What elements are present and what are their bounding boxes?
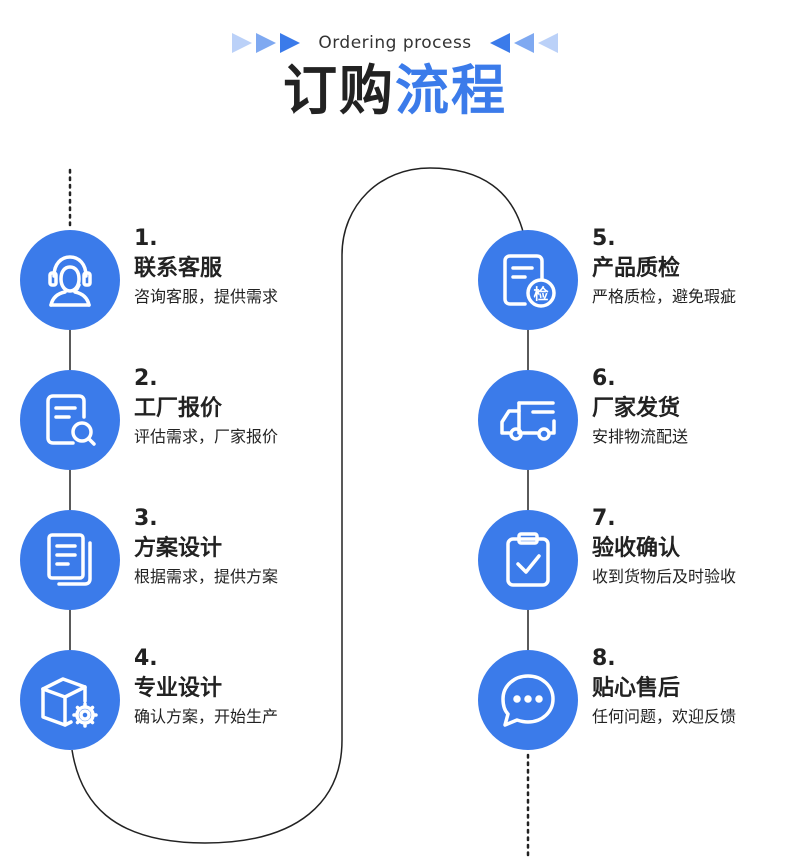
step-name: 联系客服 — [134, 256, 223, 281]
step-3: 3. 方案设计 根据需求，提供方案 — [20, 506, 350, 610]
step-6: 6. 厂家发货 安排物流配送 — [478, 366, 790, 470]
arrow-left-icon — [489, 33, 510, 53]
chat-bubble-icon — [501, 674, 555, 727]
step-7: 7. 验收确认 收到货物后及时验收 — [478, 506, 790, 610]
step-icon-circle — [478, 650, 578, 750]
page-title-part2: 流程 — [395, 59, 507, 122]
page-title-part1: 订购 — [283, 59, 395, 122]
box-gear-icon — [41, 677, 98, 728]
winding-connector — [71, 167, 526, 844]
step-2: 2. 工厂报价 评估需求，厂家报价 — [20, 366, 350, 470]
step-description: 安排物流配送 — [592, 427, 689, 446]
step-name: 验收确认 — [592, 536, 681, 561]
arrow-right-icon — [232, 33, 253, 53]
step-number: 6. — [592, 366, 616, 391]
header: Ordering process 订购流程 — [0, 0, 790, 140]
step-4: 4. 专业设计 确认方案，开始生产 — [20, 646, 350, 750]
step-name: 专业设计 — [134, 676, 223, 701]
quality-inspection-icon: 检 — [503, 254, 556, 308]
step-description: 评估需求，厂家报价 — [134, 427, 279, 446]
page-title: 订购流程 — [0, 58, 790, 124]
step-5: 检 5. 产品质检 严格质检，避免瑕疵 — [478, 226, 790, 330]
step-number: 4. — [134, 646, 158, 671]
right-arrows-decoration — [489, 33, 558, 53]
clipboard-check-icon — [506, 532, 550, 587]
arrow-right-icon — [256, 33, 277, 53]
page-subtitle: Ordering process — [318, 33, 472, 53]
step-description: 确认方案，开始生产 — [134, 707, 279, 726]
step-icon-circle — [478, 370, 578, 470]
step-icon-circle — [20, 510, 120, 610]
step-number: 1. — [134, 226, 158, 251]
document-stack-icon — [47, 533, 92, 586]
step-description: 收到货物后及时验收 — [592, 567, 737, 586]
step-number: 7. — [592, 506, 616, 531]
step-name: 产品质检 — [592, 256, 681, 281]
subtitle-row: Ordering process — [0, 28, 790, 58]
customer-service-headset-icon — [48, 255, 92, 307]
step-icon-circle — [20, 370, 120, 470]
step-name: 工厂报价 — [134, 396, 223, 421]
step-name: 方案设计 — [134, 536, 223, 561]
arrow-left-icon — [513, 33, 534, 53]
badge-text: 检 — [533, 285, 548, 303]
delivery-truck-icon — [500, 401, 556, 441]
step-number: 2. — [134, 366, 158, 391]
step-name: 厂家发货 — [592, 396, 681, 421]
step-number: 3. — [134, 506, 158, 531]
arrow-right-icon — [280, 33, 301, 53]
step-name: 贴心售后 — [592, 676, 681, 701]
step-1: 1. 联系客服 咨询客服，提供需求 — [20, 226, 350, 330]
step-description: 咨询客服，提供需求 — [134, 287, 279, 306]
step-icon-circle — [20, 650, 120, 750]
arrow-left-icon — [537, 33, 558, 53]
document-search-icon — [46, 394, 96, 446]
step-icon-circle: 检 — [478, 230, 578, 330]
step-number: 8. — [592, 646, 616, 671]
step-description: 任何问题，欢迎反馈 — [592, 707, 737, 726]
step-icon-circle — [478, 510, 578, 610]
step-number: 5. — [592, 226, 616, 251]
left-arrows-decoration — [232, 33, 301, 53]
step-8: 8. 贴心售后 任何问题，欢迎反馈 — [478, 646, 790, 750]
step-description: 严格质检，避免瑕疵 — [592, 287, 737, 306]
step-description: 根据需求，提供方案 — [134, 567, 279, 586]
step-icon-circle — [20, 230, 120, 330]
